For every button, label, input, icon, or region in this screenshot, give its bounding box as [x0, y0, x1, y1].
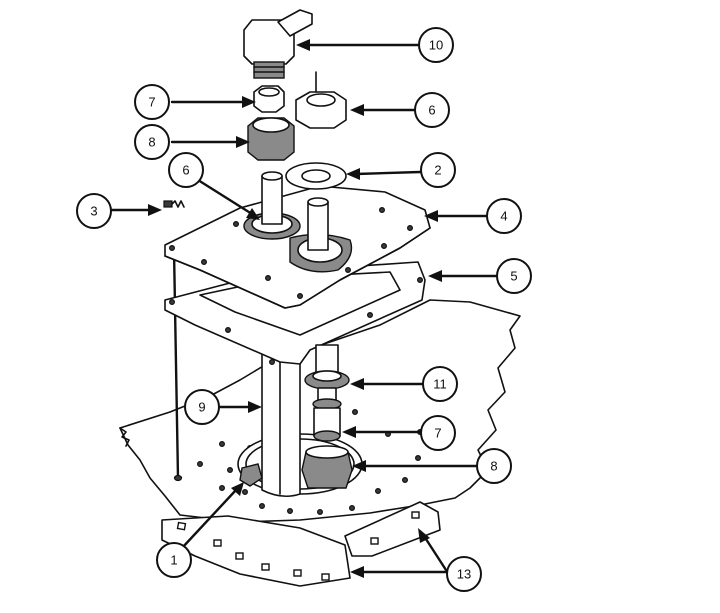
stem-left	[261, 171, 283, 225]
callout-13: 13	[446, 556, 482, 592]
nut-7-top	[253, 85, 285, 113]
svg-text:4: 4	[500, 209, 507, 224]
svg-text:3: 3	[90, 204, 97, 219]
nut-6-top	[295, 71, 347, 129]
svg-text:11: 11	[433, 377, 447, 392]
svg-text:6: 6	[182, 163, 189, 178]
callout-8-lower: 8	[476, 448, 512, 484]
lower-shaft	[301, 344, 353, 489]
svg-text:7: 7	[148, 95, 155, 110]
callout-6-lower: 6	[168, 152, 204, 188]
svg-text:5: 5	[510, 269, 517, 284]
svg-text:6: 6	[428, 103, 435, 118]
callout-9: 9	[184, 389, 220, 425]
screw-3	[163, 200, 185, 208]
washer-2	[285, 162, 347, 190]
svg-text:8: 8	[148, 135, 155, 150]
callout-6-top: 6	[414, 92, 450, 128]
strip-right	[344, 501, 441, 557]
svg-text:7: 7	[434, 426, 441, 441]
svg-text:9: 9	[198, 400, 205, 415]
callout-4: 4	[486, 198, 522, 234]
strip-left	[161, 515, 351, 587]
callout-1: 1	[156, 542, 192, 578]
callout-11: 11	[422, 366, 458, 402]
callout-5: 5	[496, 258, 532, 294]
svg-text:8: 8	[490, 459, 497, 474]
stem-right	[307, 197, 329, 251]
callout-7-lower: 7	[420, 415, 456, 451]
bracket-1	[239, 463, 263, 487]
nut-8-top	[247, 117, 295, 161]
leader-lines	[110, 39, 500, 578]
callout-2: 2	[420, 152, 456, 188]
callout-7-top: 7	[134, 84, 170, 120]
svg-text:10: 10	[429, 38, 443, 53]
callout-3: 3	[76, 193, 112, 229]
callout-10: 10	[418, 27, 454, 63]
svg-text:1: 1	[170, 553, 177, 568]
callout-8-top: 8	[134, 124, 170, 160]
svg-text:13: 13	[457, 567, 471, 582]
fitting-10	[243, 9, 313, 79]
svg-text:2: 2	[434, 163, 441, 178]
screw-rod	[172, 248, 180, 480]
